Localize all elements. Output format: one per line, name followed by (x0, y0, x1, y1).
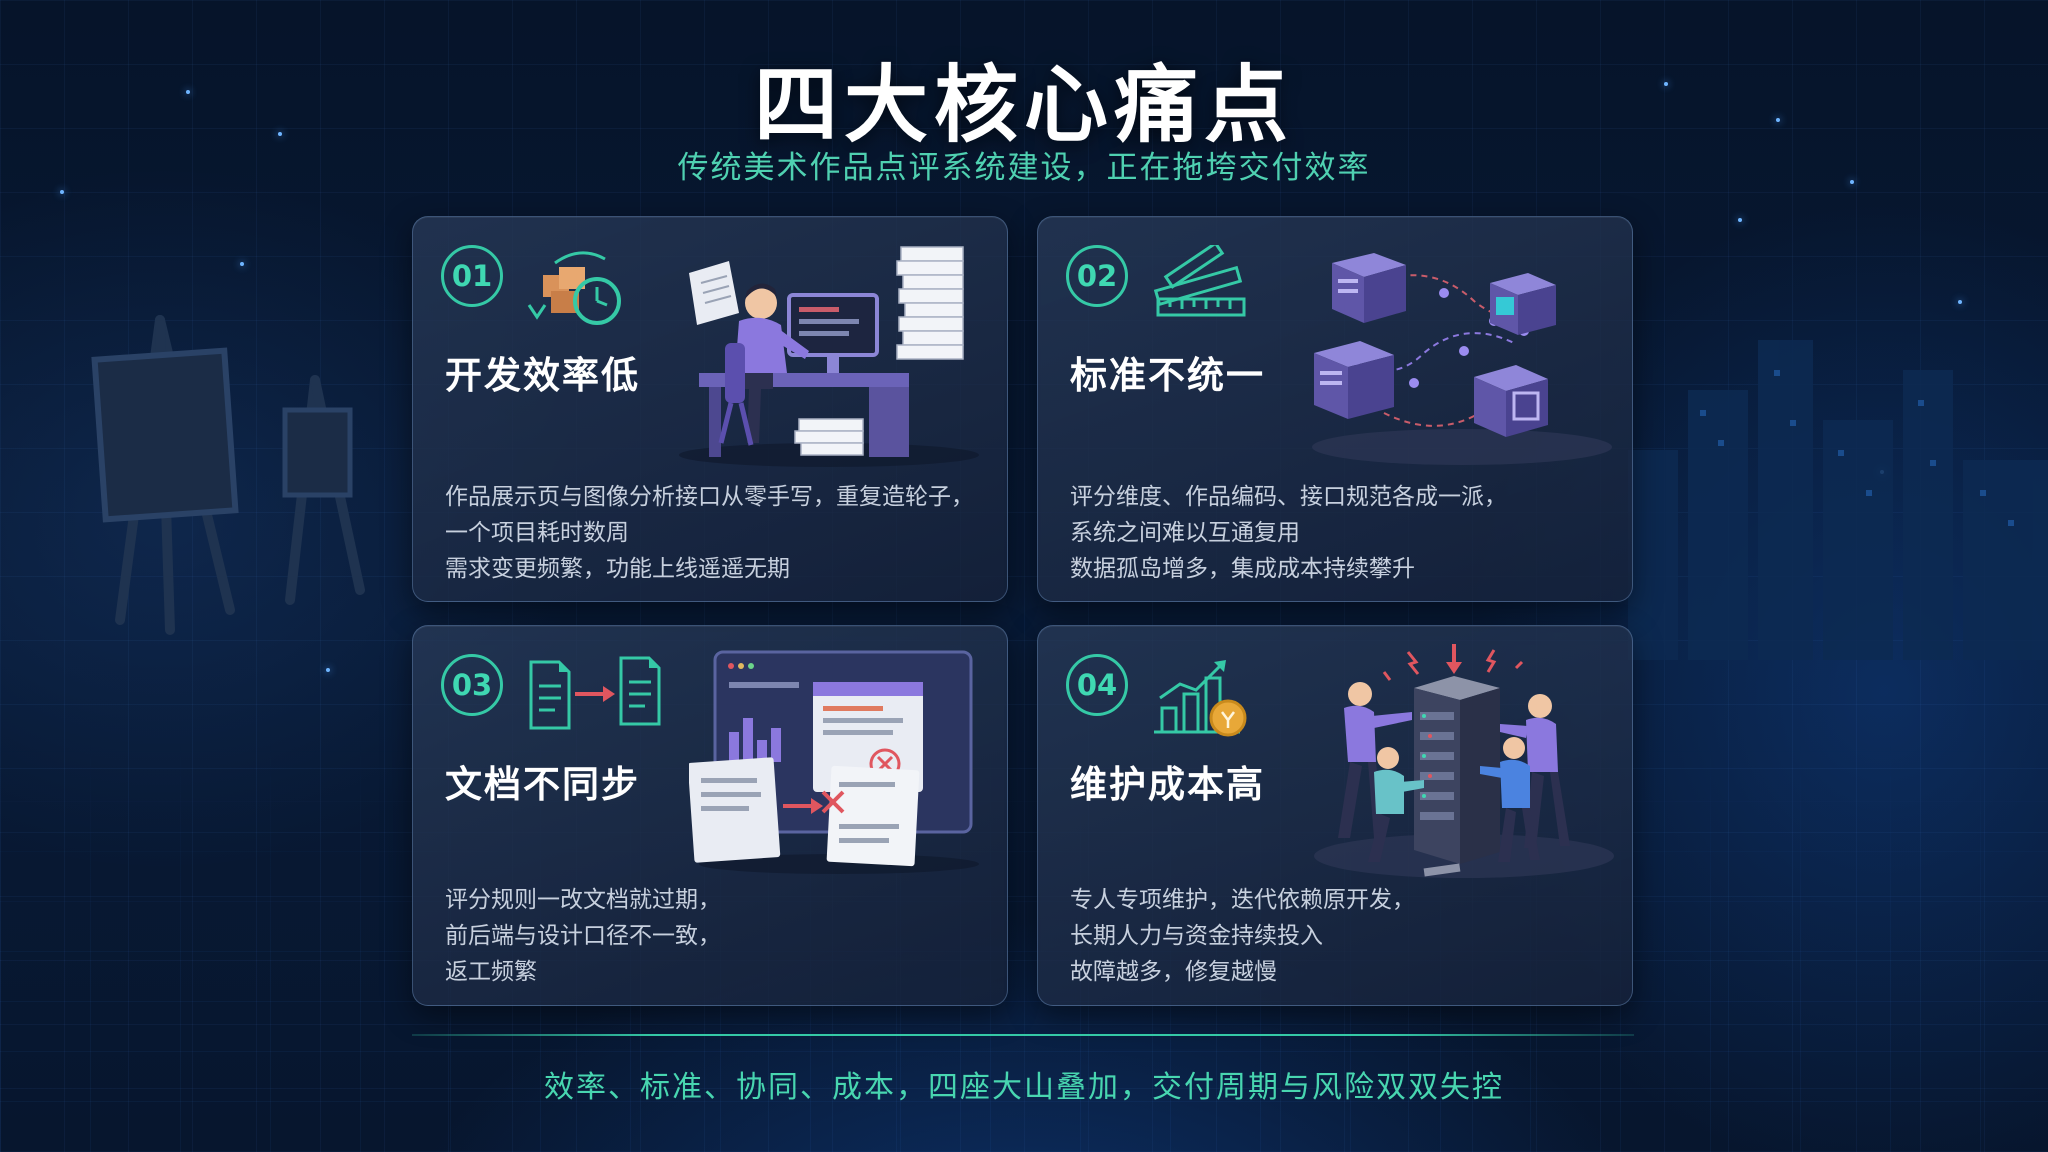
card-description-line: 数据孤岛增多，集成成本持续攀升 (1070, 556, 1415, 582)
star-decoration (1776, 118, 1780, 122)
star-decoration (1738, 218, 1742, 222)
card-number-badge: 02 (1066, 245, 1128, 307)
ruler-icon (1153, 245, 1246, 317)
city-skyline-decoration (1628, 340, 2048, 660)
star-decoration (186, 90, 190, 94)
pain-point-card-2: 02 标准不统一 (1037, 216, 1633, 602)
card-number-badge: 01 (441, 245, 503, 307)
document-sync-icon (529, 656, 661, 730)
card-title: 标准不统一 (1070, 354, 1265, 397)
card-description-line: 评分规则一改文档就过期， (445, 887, 721, 913)
card-description-line: 作品展示页与图像分析接口从零手写，重复造轮子， (445, 484, 974, 510)
card-description-line: 故障越多，修复越慢 (1070, 959, 1277, 985)
page-title: 四大核心痛点 (753, 56, 1294, 154)
card-description: 评分规则一改文档就过期， 前后端与设计口径不一致， 返工频繁 (445, 882, 721, 990)
background-floor-grid (0, 732, 2048, 1152)
people-pushing-server-illustration (1314, 644, 1614, 878)
card-description: 作品展示页与图像分析接口从零手写，重复造轮子， 一个项目耗时数周 需求变更频繁，… (445, 479, 974, 587)
card-number-badge: 04 (1066, 654, 1128, 716)
growth-chart-coin-icon (1154, 660, 1247, 737)
card-description-line: 专人专项维护，迭代依赖原开发， (1070, 887, 1415, 913)
card-description-line: 一个项目耗时数周 (445, 520, 629, 546)
card-title: 开发效率低 (445, 354, 640, 397)
card-description-line: 需求变更频繁，功能上线遥遥无期 (445, 556, 790, 582)
developer-desk-paperwork-illustration (679, 246, 979, 467)
card-title: 维护成本高 (1070, 763, 1265, 806)
footer-divider (412, 1034, 1634, 1036)
card-title: 文档不同步 (445, 763, 640, 806)
disconnected-cubes-illustration (1312, 253, 1612, 465)
pain-point-card-4: 04 维护成本高 (1037, 625, 1633, 1006)
pain-point-card-3: 03 文档不同步 (412, 625, 1008, 1006)
card-description-line: 返工频繁 (445, 959, 537, 985)
card-description-line: 系统之间难以互通复用 (1070, 520, 1300, 546)
footer-summary: 效率、标准、协同、成本，四座大山叠加，交付周期与风险双双失控 (544, 1070, 1504, 1105)
boxes-clock-icon (527, 251, 621, 325)
page-subtitle: 传统美术作品点评系统建设，正在拖垮交付效率 (677, 150, 1371, 186)
star-decoration (60, 190, 64, 194)
dashboard-documents-error-illustration (689, 650, 979, 874)
pain-point-card-1: 01 开发效率低 (412, 216, 1008, 602)
easel-decoration (91, 315, 365, 635)
star-decoration (1664, 82, 1668, 86)
star-decoration (278, 132, 282, 136)
star-decoration (1850, 180, 1854, 184)
card-description: 专人专项维护，迭代依赖原开发， 长期人力与资金持续投入 故障越多，修复越慢 (1070, 882, 1415, 990)
card-description-line: 评分维度、作品编码、接口规范各成一派， (1070, 484, 1507, 510)
card-description: 评分维度、作品编码、接口规范各成一派， 系统之间难以互通复用 数据孤岛增多，集成… (1070, 479, 1507, 587)
card-description-line: 前后端与设计口径不一致， (445, 923, 721, 949)
card-number-badge: 03 (441, 654, 503, 716)
card-description-line: 长期人力与资金持续投入 (1070, 923, 1323, 949)
star-decoration (240, 262, 244, 266)
star-decoration (1958, 300, 1962, 304)
star-decoration (326, 668, 330, 672)
